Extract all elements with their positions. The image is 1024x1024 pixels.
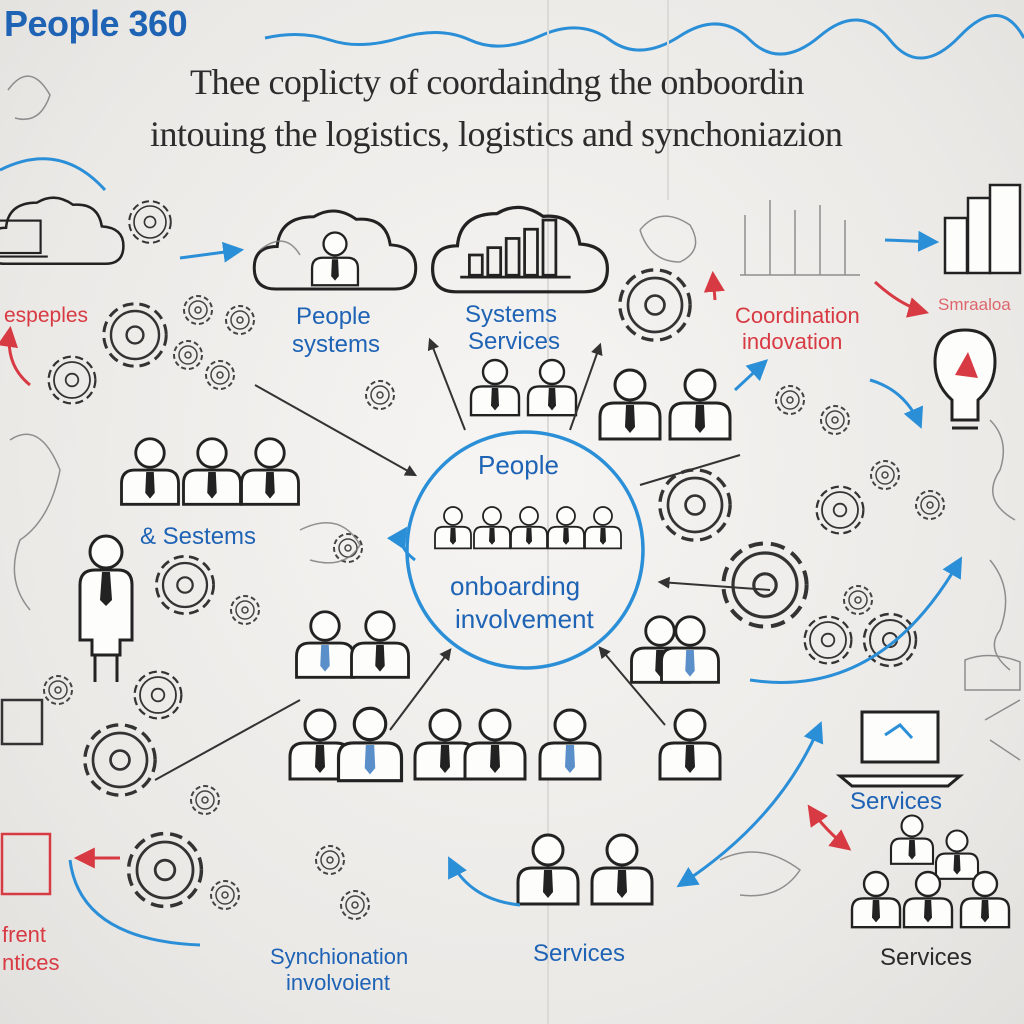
different-label-1: frent <box>2 922 47 947</box>
blue-arrows <box>0 157 963 947</box>
people-group-left <box>120 437 300 506</box>
books-icon <box>943 183 1022 275</box>
laptop-cloud <box>0 196 125 266</box>
center-line-1: onboarding <box>450 571 581 601</box>
center-circle <box>405 430 645 670</box>
synchronation-label-1: Synchionation <box>270 944 409 969</box>
services-label-bottom: Services <box>533 940 626 967</box>
connector-lines <box>154 337 771 781</box>
header-line-1: Thee coplicty of coordaindng the onboord… <box>190 62 804 102</box>
and-sestems-label: & Sestems <box>140 523 257 550</box>
laptop-icon <box>835 710 965 788</box>
people-cloud <box>252 209 418 291</box>
server-sketch <box>0 698 52 896</box>
espeples-label: espeples <box>4 304 89 327</box>
people-group-mid-right <box>630 615 720 684</box>
systems-cloud <box>430 205 610 294</box>
brand-title: People 360 <box>4 3 188 44</box>
people-group-top-right <box>598 368 732 441</box>
services-label-right: Services <box>850 788 943 815</box>
center-people <box>434 506 622 550</box>
people-group-bottom <box>516 833 654 906</box>
center-title: People <box>478 450 559 480</box>
coordination-label-2: indovation <box>742 329 843 354</box>
people-row-bottom <box>288 706 722 783</box>
people-group-mid-left <box>295 610 410 679</box>
center-line-2: involvement <box>455 604 594 634</box>
coordination-label-1: Coordination <box>735 303 860 328</box>
people-group-bottom-right <box>850 814 1011 929</box>
different-label-2: ntices <box>2 950 60 975</box>
smraaloa-label: Smraaloa <box>938 295 1011 314</box>
people-systems-label-2: systems <box>292 331 381 358</box>
services-label-bottom-right: Services <box>880 944 973 971</box>
systems-services-label-2: Services <box>468 328 561 355</box>
standing-person <box>78 534 134 682</box>
people-group-top-mid <box>469 358 578 417</box>
header-line-2: intouing the logistics, logistics and sy… <box>150 114 843 154</box>
sketch-clutter <box>7 75 1021 897</box>
people-systems-label-1: People <box>296 303 371 330</box>
systems-services-label-1: Systems <box>465 301 558 328</box>
lightbulb-icon <box>933 328 997 430</box>
header-wave <box>264 14 1024 60</box>
red-arrows <box>0 270 930 869</box>
synchronation-label-2: involvoient <box>286 970 390 995</box>
